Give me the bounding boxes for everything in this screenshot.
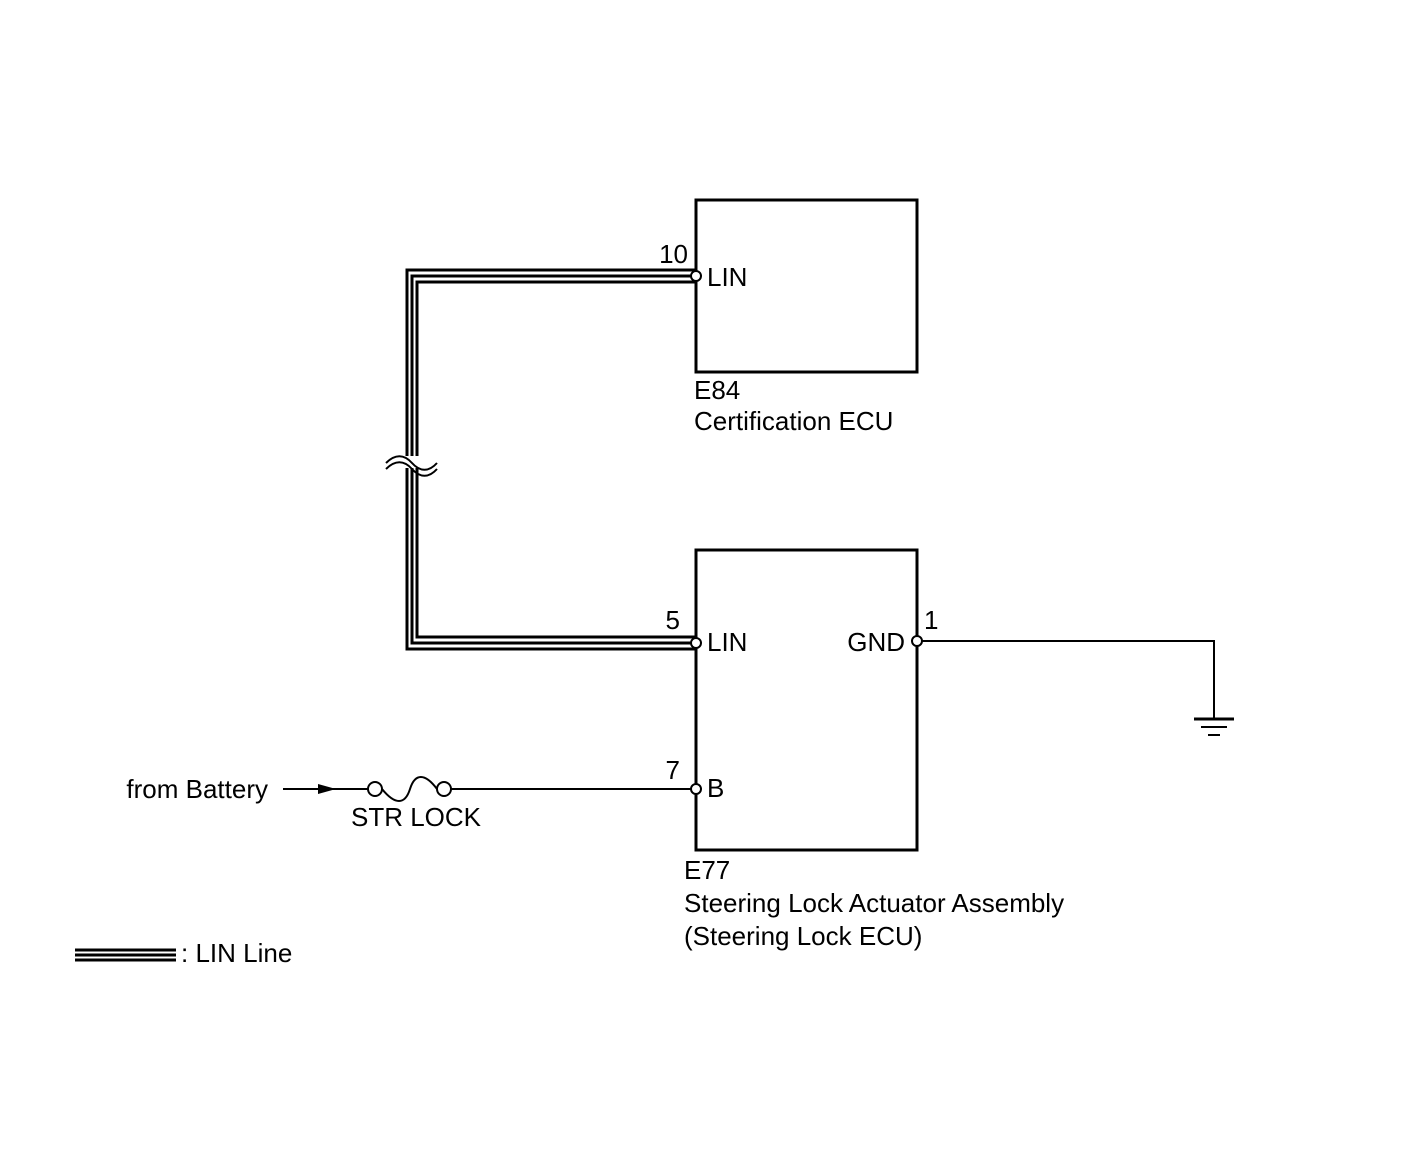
gnd-wire (922, 640, 1215, 718)
steering-lock-gnd-pin (911, 635, 923, 647)
cert-ecu-code: E84 (694, 375, 740, 405)
ground-icon (1194, 717, 1234, 736)
lin-line-legend-symbol (75, 948, 176, 962)
steering-lock-ecu-box (694, 548, 919, 852)
fuse-icon (367, 776, 452, 802)
steering-lock-lin-pin (690, 637, 702, 649)
lin-line-legend-label: : LIN Line (181, 938, 292, 968)
steering-lock-b-pin-number: 7 (666, 755, 680, 785)
certification-ecu-box (694, 198, 919, 374)
fuse-label: STR LOCK (351, 802, 482, 832)
steering-lock-name: Steering Lock Actuator Assembly (684, 888, 1064, 918)
steering-lock-b-pin (690, 783, 702, 795)
steering-lock-gnd-pin-label: GND (847, 627, 905, 657)
cert-ecu-lin-pin-label: LIN (707, 262, 747, 292)
lin-line (405, 268, 696, 651)
cert-ecu-name: Certification ECU (694, 406, 893, 436)
cert-ecu-lin-pin-number: 10 (659, 239, 688, 269)
steering-lock-gnd-pin-number: 1 (924, 605, 938, 635)
steering-lock-lin-pin-label: LIN (707, 627, 747, 657)
steering-lock-b-pin-label: B (707, 773, 724, 803)
from-battery-label: from Battery (126, 774, 268, 804)
steering-lock-code: E77 (684, 855, 730, 885)
steering-lock-lin-pin-number: 5 (666, 605, 680, 635)
steering-lock-subname: (Steering Lock ECU) (684, 921, 922, 951)
wire-break-icon (385, 455, 438, 477)
arrow-icon (318, 784, 336, 794)
cert-ecu-lin-pin (690, 270, 702, 282)
